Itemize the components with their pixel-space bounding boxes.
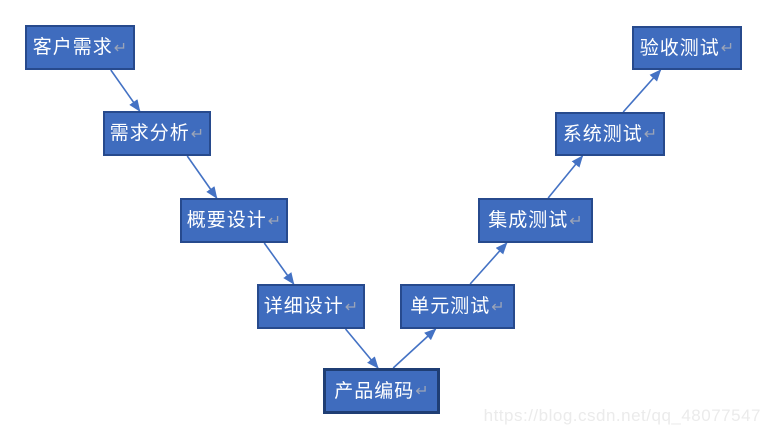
flow-arrow: [110, 69, 141, 112]
node-requirements-analysis: 需求分析↵: [103, 111, 211, 156]
node-label: 集成测试: [488, 210, 569, 231]
node-detailed-design: 详细设计↵: [257, 284, 365, 329]
node-integration-testing: 集成测试↵: [478, 198, 593, 243]
node-label: 概要设计: [186, 210, 267, 231]
node-high-level-design: 概要设计↵: [180, 198, 288, 243]
node-acceptance-testing: 验收测试↵: [632, 26, 742, 70]
flow-arrow: [263, 242, 295, 285]
flow-arrow: [547, 155, 584, 199]
node-label: 系统测试: [562, 123, 643, 145]
return-mark-icon: ↵: [415, 383, 429, 400]
return-mark-icon: ↵: [720, 40, 735, 57]
node-label: 客户需求: [32, 37, 113, 58]
return-mark-icon: ↵: [267, 212, 282, 230]
node-unit-testing: 单元测试↵: [400, 284, 515, 329]
watermark: https://blog.csdn.net/qq_48077547: [483, 406, 761, 425]
return-mark-icon: ↵: [569, 212, 583, 230]
return-mark-icon: ↵: [643, 126, 658, 143]
return-mark-icon: ↵: [344, 298, 359, 316]
return-mark-icon: ↵: [113, 39, 128, 57]
return-mark-icon: ↵: [190, 125, 205, 143]
node-label: 详细设计: [263, 296, 344, 317]
flow-arrow: [344, 328, 379, 369]
node-customer-requirements: 客户需求↵: [25, 25, 135, 70]
node-system-testing: 系统测试↵: [555, 112, 665, 156]
flow-arrow: [469, 242, 508, 285]
flow-arrow: [186, 155, 218, 199]
return-mark-icon: ↵: [491, 298, 505, 316]
node-label: 需求分析: [109, 123, 190, 144]
flow-arrow: [392, 328, 437, 369]
node-label: 验收测试: [639, 37, 720, 59]
node-label: 单元测试: [410, 296, 491, 317]
node-product-coding: 产品编码↵: [323, 368, 440, 414]
node-label: 产品编码: [334, 380, 415, 402]
flow-arrow: [622, 69, 662, 113]
